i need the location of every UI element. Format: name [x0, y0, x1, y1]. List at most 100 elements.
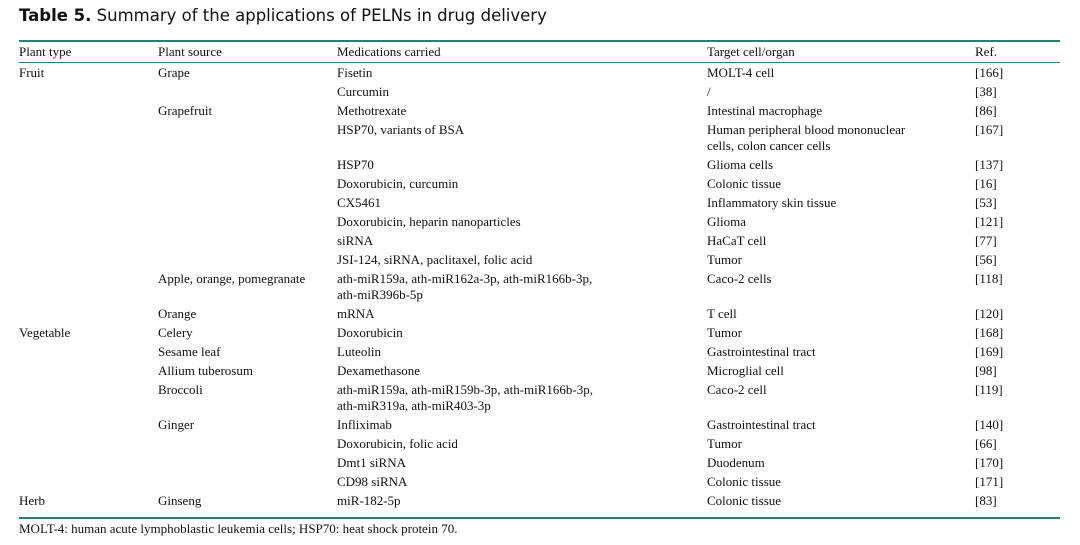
ref-cell: [169]: [975, 344, 1004, 359]
plant-source-cell: Grape: [158, 65, 190, 80]
plant-source-cell: Sesame leaf: [158, 344, 221, 359]
medication-cell: Dexamethasone: [337, 363, 421, 378]
header-rule: [19, 62, 1060, 63]
ref-cell: [121]: [975, 214, 1004, 229]
medication-cell: ath-miR159a, ath-miR159b-3p, ath-miR166b…: [337, 382, 593, 413]
plant-source-cell: [158, 82, 337, 101]
medication-cell: JSI-124, siRNA, paclitaxel, folic acid: [337, 252, 533, 267]
plant-source-cell: [158, 212, 337, 231]
plant-source-cell: Orange: [158, 306, 197, 321]
target-cell: HaCaT cell: [707, 233, 767, 248]
plant-type-cell: Vegetable: [19, 325, 71, 340]
plant-type-cell: Fruit: [19, 65, 45, 80]
medication-cell: Doxorubicin, heparin nanoparticles: [337, 214, 521, 229]
medication-cell: Dmt1 siRNA: [337, 455, 406, 470]
header-ref: Ref.: [975, 44, 998, 59]
plant-source-cell: [158, 453, 337, 472]
target-cell: /: [707, 84, 711, 99]
table-row: Broccoli ath-miR159a, ath-miR159b-3p, ath…: [19, 380, 1060, 415]
target-cell: Gastrointestinal tract: [707, 417, 816, 432]
plant-type-cell: [19, 82, 158, 101]
plant-source-cell: [158, 174, 337, 193]
medication-cell: mRNA: [337, 306, 375, 321]
plant-type-cell: [19, 193, 158, 212]
ref-cell: [166]: [975, 65, 1004, 80]
ref-cell: [38]: [975, 84, 997, 99]
plant-source-cell: Grapefruit: [158, 103, 213, 118]
ref-cell: [98]: [975, 363, 997, 378]
table-row: siRNA HaCaT cell [77]: [19, 231, 1060, 250]
target-cell: Human peripheral blood mononuclear cells…: [707, 122, 906, 153]
plant-type-cell: [19, 174, 158, 193]
plant-type-cell: [19, 155, 158, 174]
target-cell: Colonic tissue: [707, 493, 782, 508]
plant-source-cell: Broccoli: [158, 382, 203, 397]
medication-cell: Doxorubicin, curcumin: [337, 176, 459, 191]
table-row: JSI-124, siRNA, paclitaxel, folic acid Tu…: [19, 250, 1060, 269]
medication-cell: Curcumin: [337, 84, 389, 99]
ref-cell: [77]: [975, 233, 997, 248]
medication-cell: HSP70, variants of BSA: [337, 122, 465, 137]
ref-cell: [170]: [975, 455, 1004, 470]
medication-cell: Luteolin: [337, 344, 382, 359]
table-row: Apple, orange, pomegranate ath-miR159a, a…: [19, 269, 1060, 304]
medication-cell: siRNA: [337, 233, 374, 248]
plant-type-cell: [19, 304, 158, 323]
ref-cell: [66]: [975, 436, 997, 451]
header-plant-source: Plant source: [158, 44, 222, 59]
target-cell: Inflammatory skin tissue: [707, 195, 837, 210]
plant-type-cell: Herb: [19, 493, 45, 508]
ref-cell: [16]: [975, 176, 997, 191]
table-row: Allium tuberosum Dexamethasone Microglial …: [19, 361, 1060, 380]
plant-type-cell: [19, 434, 158, 453]
ref-cell: [118]: [975, 271, 1003, 286]
plant-source-cell: Allium tuberosum: [158, 363, 253, 378]
medication-cell: ath-miR159a, ath-miR162a-3p, ath-miR166b…: [337, 271, 593, 302]
table-row: HSP70, variants of BSA Human peripheral b…: [19, 120, 1060, 155]
medication-cell: CD98 siRNA: [337, 474, 408, 489]
header-target: Target cell/organ: [707, 44, 795, 59]
caption-text: Summary of the applications of PELNs in …: [91, 6, 547, 25]
target-cell: Intestinal macrophage: [707, 103, 823, 118]
plant-source-cell: [158, 193, 337, 212]
table-footnote: MOLT-4: human acute lymphoblastic leukem…: [19, 521, 458, 536]
header-plant-type: Plant type: [19, 44, 72, 59]
plant-type-cell: [19, 361, 158, 380]
plant-source-cell: Apple, orange, pomegranate: [158, 271, 306, 286]
plant-source-cell: [158, 472, 337, 491]
target-cell: Tumor: [707, 252, 742, 267]
ref-cell: [119]: [975, 382, 1003, 397]
ref-cell: [83]: [975, 493, 997, 508]
table-row: Curcumin / [38]: [19, 82, 1060, 101]
ref-cell: [137]: [975, 157, 1004, 172]
plant-source-cell: [158, 231, 337, 250]
medication-cell: HSP70: [337, 157, 374, 172]
plant-source-cell: [158, 434, 337, 453]
table-row: Doxorubicin, heparin nanoparticles Glioma…: [19, 212, 1060, 231]
medication-cell: Doxorubicin: [337, 325, 403, 340]
target-cell: Glioma: [707, 214, 746, 229]
medication-cell: miR-182-5p: [337, 493, 401, 508]
plant-type-cell: [19, 380, 158, 415]
plant-source-cell: Celery: [158, 325, 193, 340]
target-cell: Microglial cell: [707, 363, 784, 378]
medication-cell: Infliximab: [337, 417, 392, 432]
plant-type-cell: [19, 250, 158, 269]
bottom-rule: [19, 517, 1060, 519]
ref-cell: [168]: [975, 325, 1004, 340]
medication-cell: Doxorubicin, folic acid: [337, 436, 458, 451]
ref-cell: [167]: [975, 122, 1004, 137]
plant-type-cell: [19, 212, 158, 231]
target-cell: Caco-2 cells: [707, 271, 772, 286]
target-cell: Tumor: [707, 325, 742, 340]
